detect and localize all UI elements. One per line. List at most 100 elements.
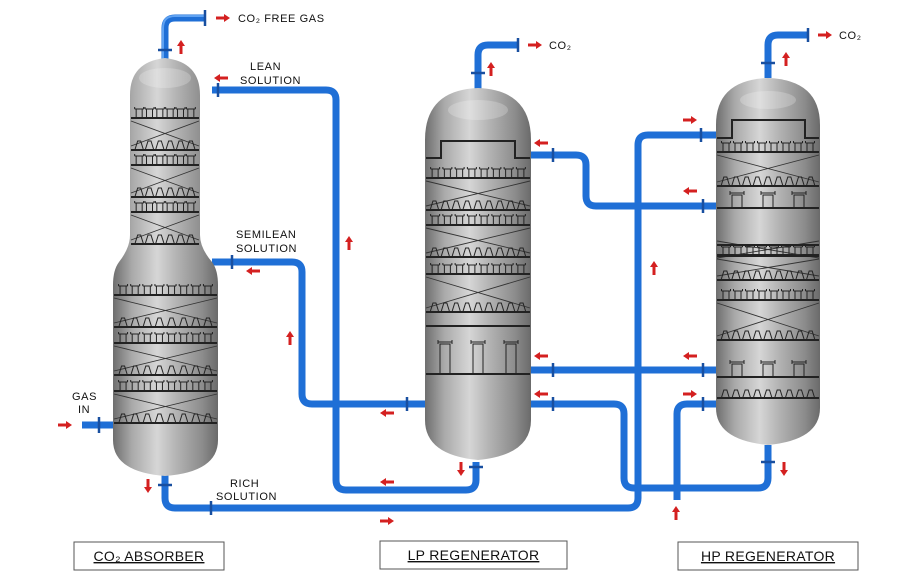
- bubble-cap: [805, 289, 815, 299]
- bubble-cap: [165, 201, 176, 211]
- distributor-nozzle: [495, 200, 505, 210]
- bubble-cap: [134, 107, 145, 117]
- flow-arrow-icon: [683, 116, 697, 124]
- distributor-nozzle: [731, 330, 741, 340]
- bubble-cap: [454, 263, 465, 273]
- distributor-nozzle: [154, 317, 164, 327]
- bubble-cap: [142, 332, 153, 342]
- label-lp-co2-out: CO₂: [549, 40, 572, 52]
- bubble-cap: [466, 263, 477, 273]
- distributor-nozzle: [806, 389, 816, 399]
- flow-arrow-icon: [672, 506, 680, 520]
- flow-arrow-icon: [345, 236, 353, 250]
- flow-arrow-icon: [818, 31, 832, 39]
- bubble-cap: [491, 167, 502, 177]
- distributor-nozzle: [517, 247, 527, 257]
- absorber-internals: [113, 107, 218, 424]
- bubble-cap: [769, 245, 779, 255]
- flow-arrow-icon: [144, 479, 152, 493]
- distributor-nozzle: [165, 234, 175, 244]
- distributor-nozzle: [440, 247, 450, 257]
- distributor-nozzle: [130, 317, 140, 327]
- bubble-cap: [442, 214, 453, 224]
- vessel-lp-regenerator[interactable]: [425, 88, 531, 460]
- bubble-cap: [144, 107, 155, 117]
- flow-arrow-icon: [380, 517, 394, 525]
- bubble-cap: [454, 167, 465, 177]
- bubble-cap: [130, 380, 141, 390]
- packing-bed: [113, 297, 218, 324]
- bubble-cap: [190, 284, 201, 294]
- distributor-nozzle: [134, 234, 144, 244]
- vessel-title-lp: LP REGENERATOR: [379, 540, 568, 570]
- pipe-lp-hp-vapor: [530, 148, 718, 213]
- packing-bed: [113, 393, 218, 420]
- bubble-cap: [178, 284, 189, 294]
- absorber-shell: [113, 58, 218, 476]
- distributor-nozzle: [495, 247, 505, 257]
- distributor-nozzle: [795, 176, 805, 186]
- packing-bed: [130, 214, 200, 241]
- distributor-nozzle: [742, 270, 752, 280]
- bubble-cap: [793, 245, 803, 255]
- distributor-nozzle: [155, 140, 165, 150]
- bubble-cap: [165, 154, 176, 164]
- bubble-cap: [154, 380, 165, 390]
- bubble-cap: [781, 245, 791, 255]
- bubble-cap: [154, 284, 165, 294]
- packing-bed: [130, 120, 200, 147]
- bubble-cap: [142, 284, 153, 294]
- distributor-nozzle: [142, 365, 152, 375]
- bubble-cap: [178, 380, 189, 390]
- bubble-cap: [745, 245, 755, 255]
- distributor-nozzle: [784, 389, 794, 399]
- bubble-cap: [134, 154, 145, 164]
- distributor-nozzle: [774, 270, 784, 280]
- bubble-cap: [118, 380, 129, 390]
- distributor-nozzle: [118, 413, 128, 423]
- distributor-nozzle: [118, 317, 128, 327]
- bubble-cap: [154, 201, 165, 211]
- bubble-cap: [118, 332, 129, 342]
- distributor-nozzle: [145, 140, 154, 150]
- bubble-cap: [466, 167, 477, 177]
- bubble-cap: [185, 154, 196, 164]
- bubble-cap: [745, 289, 755, 299]
- bubble-cap: [175, 107, 186, 117]
- bubble-cap: [166, 332, 177, 342]
- distributor-nozzle: [752, 270, 762, 280]
- riser: [760, 360, 776, 377]
- distributor-nozzle: [176, 187, 185, 197]
- distributor-nozzle: [451, 200, 461, 210]
- vessel-hp-regenerator[interactable]: [716, 78, 820, 445]
- riser: [729, 191, 745, 208]
- distributor-nozzle: [763, 176, 773, 186]
- distributor-nozzle: [720, 270, 730, 280]
- distributor-nozzle: [203, 365, 213, 375]
- flow-arrow-icon: [380, 478, 394, 486]
- distributor-nozzle: [191, 365, 201, 375]
- bubble-cap: [130, 284, 141, 294]
- distributor-nozzle: [720, 176, 730, 186]
- distributor-nozzle: [186, 140, 196, 150]
- bubble-cap: [202, 380, 213, 390]
- pipe-lp-co2-out: [471, 38, 520, 90]
- bubble-cap: [805, 245, 815, 255]
- riser: [760, 191, 776, 208]
- riser: [791, 191, 807, 208]
- flow-arrow-icon: [534, 352, 548, 360]
- riser: [729, 360, 745, 377]
- bubble-cap: [166, 284, 177, 294]
- vessel-co2-absorber[interactable]: [113, 58, 218, 476]
- bubble-cap: [178, 332, 189, 342]
- distributor-nozzle: [179, 317, 189, 327]
- riser: [503, 340, 519, 374]
- distributor-nozzle: [806, 270, 816, 280]
- packing-bed: [130, 167, 200, 194]
- bubble-cap: [757, 289, 767, 299]
- distributor-nozzle: [473, 302, 483, 312]
- bubble-cap: [190, 332, 201, 342]
- distributor-nozzle: [742, 330, 752, 340]
- flow-arrow-icon: [683, 352, 697, 360]
